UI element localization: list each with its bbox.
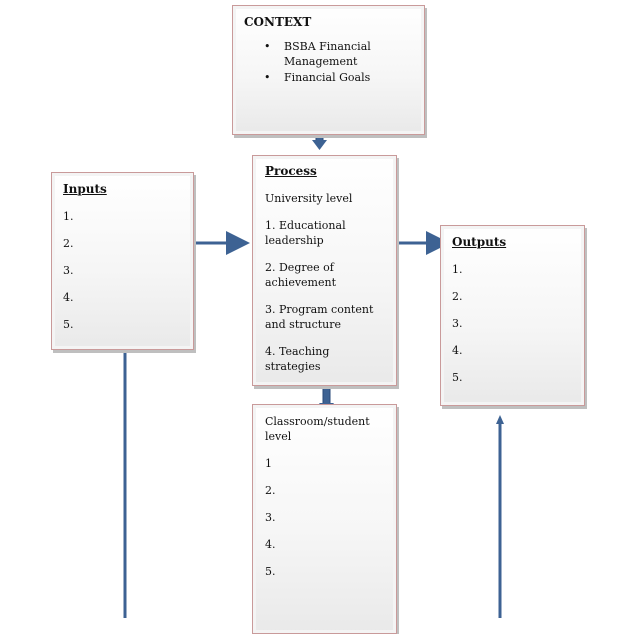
outputs-title: Outputs <box>452 235 507 249</box>
classroom-line: 5. <box>265 565 276 578</box>
outputs-line: 2. <box>452 290 463 303</box>
process-line: 2. Degree of achievement <box>265 261 337 289</box>
context-box: CONTEXT BSBA Financial Management Financ… <box>232 5 425 135</box>
process-box: Process University level 1. Educational … <box>252 155 397 386</box>
outputs-box: Outputs 1. 2. 3. 4. 5. <box>440 225 585 406</box>
process-title: Process <box>265 164 317 178</box>
process-line: 3. Program content and structure <box>265 303 374 331</box>
classroom-line: 2. <box>265 484 276 497</box>
classroom-title: Classroom/student level <box>265 415 370 443</box>
inputs-line: 1. <box>63 210 74 223</box>
process-line: 4. Teaching strategies <box>265 345 330 373</box>
arrow-up-to-outputs <box>496 415 504 618</box>
inputs-line: 3. <box>63 264 74 277</box>
outputs-line: 1. <box>452 263 463 276</box>
context-item: BSBA Financial Management <box>244 39 416 69</box>
process-line: University level <box>265 192 353 205</box>
classroom-line: 3. <box>265 511 276 524</box>
context-list: BSBA Financial Management Financial Goal… <box>244 39 416 85</box>
inputs-line: 2. <box>63 237 74 250</box>
outputs-line: 3. <box>452 317 463 330</box>
process-line: 1. Educational leadership <box>265 219 346 247</box>
context-item: Financial Goals <box>244 70 416 85</box>
inputs-line: 5. <box>63 318 74 331</box>
classroom-line: 4. <box>265 538 276 551</box>
classroom-box: Classroom/student level 1 2. 3. 4. 5. <box>252 404 397 634</box>
outputs-line: 4. <box>452 344 463 357</box>
inputs-title: Inputs <box>63 182 107 196</box>
inputs-line: 4. <box>63 291 74 304</box>
classroom-line: 1 <box>265 457 272 470</box>
outputs-line: 5. <box>452 371 463 384</box>
context-title: CONTEXT <box>244 15 312 29</box>
inputs-box: Inputs 1. 2. 3. 4. 5. <box>51 172 194 350</box>
